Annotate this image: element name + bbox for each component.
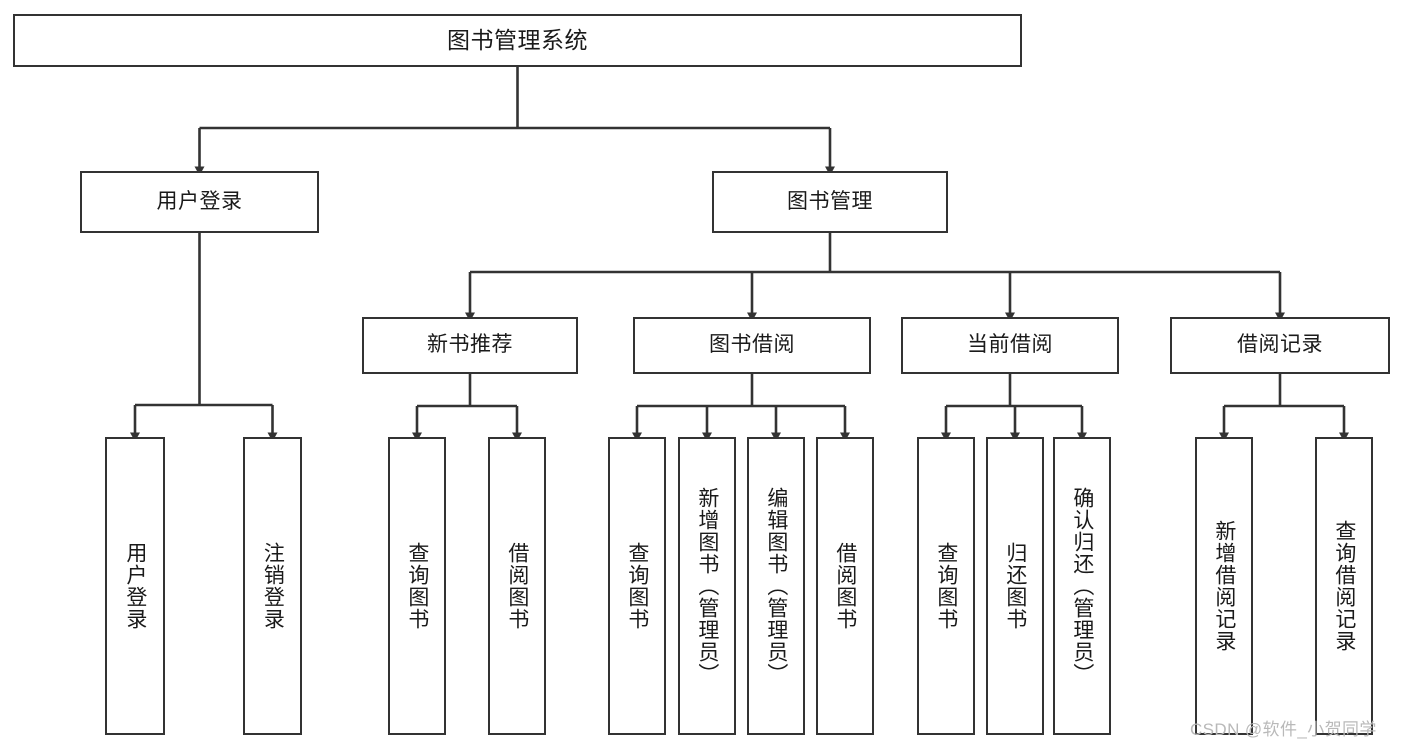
node-leaf-borrow-book-label: 借阅图书 xyxy=(833,542,857,630)
node-leaf-query-book-borrow-label: 查询图书 xyxy=(625,542,649,630)
node-leaf-edit-book-admin-label: 编辑图书（管理员） xyxy=(764,487,788,685)
node-book-borrow: 图书借阅 xyxy=(633,317,871,374)
node-leaf-confirm-return-admin-label: 确认归还（管理员） xyxy=(1070,487,1094,685)
node-borrow-record: 借阅记录 xyxy=(1170,317,1390,374)
node-leaf-query-book-rec: 查询图书 xyxy=(388,437,446,735)
node-leaf-borrow-book-rec-label: 借阅图书 xyxy=(505,542,529,630)
node-leaf-add-borrow-record: 新增借阅记录 xyxy=(1195,437,1253,735)
node-leaf-user-login: 用户登录 xyxy=(105,437,165,735)
node-root: 图书管理系统 xyxy=(13,14,1022,67)
node-leaf-query-borrow-record: 查询借阅记录 xyxy=(1315,437,1373,735)
node-leaf-edit-book-admin: 编辑图书（管理员） xyxy=(747,437,805,735)
node-leaf-add-book-admin: 新增图书（管理员） xyxy=(678,437,736,735)
csdn-watermark: CSDN @软件_小贺同学 xyxy=(1190,720,1377,739)
node-leaf-query-book-current-label: 查询图书 xyxy=(934,542,958,630)
node-new-book-recommend-label: 新书推荐 xyxy=(427,333,513,357)
node-current-borrow: 当前借阅 xyxy=(901,317,1119,374)
node-leaf-query-book-current: 查询图书 xyxy=(917,437,975,735)
node-book-manage: 图书管理 xyxy=(712,171,948,233)
node-root-label: 图书管理系统 xyxy=(447,26,588,53)
node-leaf-query-book-borrow: 查询图书 xyxy=(608,437,666,735)
node-leaf-query-book-rec-label: 查询图书 xyxy=(405,542,429,630)
node-leaf-return-book: 归还图书 xyxy=(986,437,1044,735)
node-leaf-borrow-book-rec: 借阅图书 xyxy=(488,437,546,735)
node-leaf-user-logout-label: 注销登录 xyxy=(261,542,285,630)
node-user-login: 用户登录 xyxy=(80,171,319,233)
node-leaf-borrow-book: 借阅图书 xyxy=(816,437,874,735)
node-leaf-add-book-admin-label: 新增图书（管理员） xyxy=(695,487,719,685)
node-user-login-label: 用户登录 xyxy=(156,189,243,213)
node-borrow-record-label: 借阅记录 xyxy=(1237,333,1323,357)
node-leaf-user-login-label: 用户登录 xyxy=(123,542,147,630)
node-new-book-recommend: 新书推荐 xyxy=(362,317,578,374)
node-leaf-add-borrow-record-label: 新增借阅记录 xyxy=(1212,520,1236,652)
node-leaf-query-borrow-record-label: 查询借阅记录 xyxy=(1332,520,1356,652)
node-leaf-user-logout: 注销登录 xyxy=(243,437,302,735)
node-book-borrow-label: 图书借阅 xyxy=(709,333,795,357)
node-leaf-confirm-return-admin: 确认归还（管理员） xyxy=(1053,437,1111,735)
node-book-manage-label: 图书管理 xyxy=(787,189,873,213)
node-current-borrow-label: 当前借阅 xyxy=(967,333,1053,357)
node-leaf-return-book-label: 归还图书 xyxy=(1003,542,1027,630)
